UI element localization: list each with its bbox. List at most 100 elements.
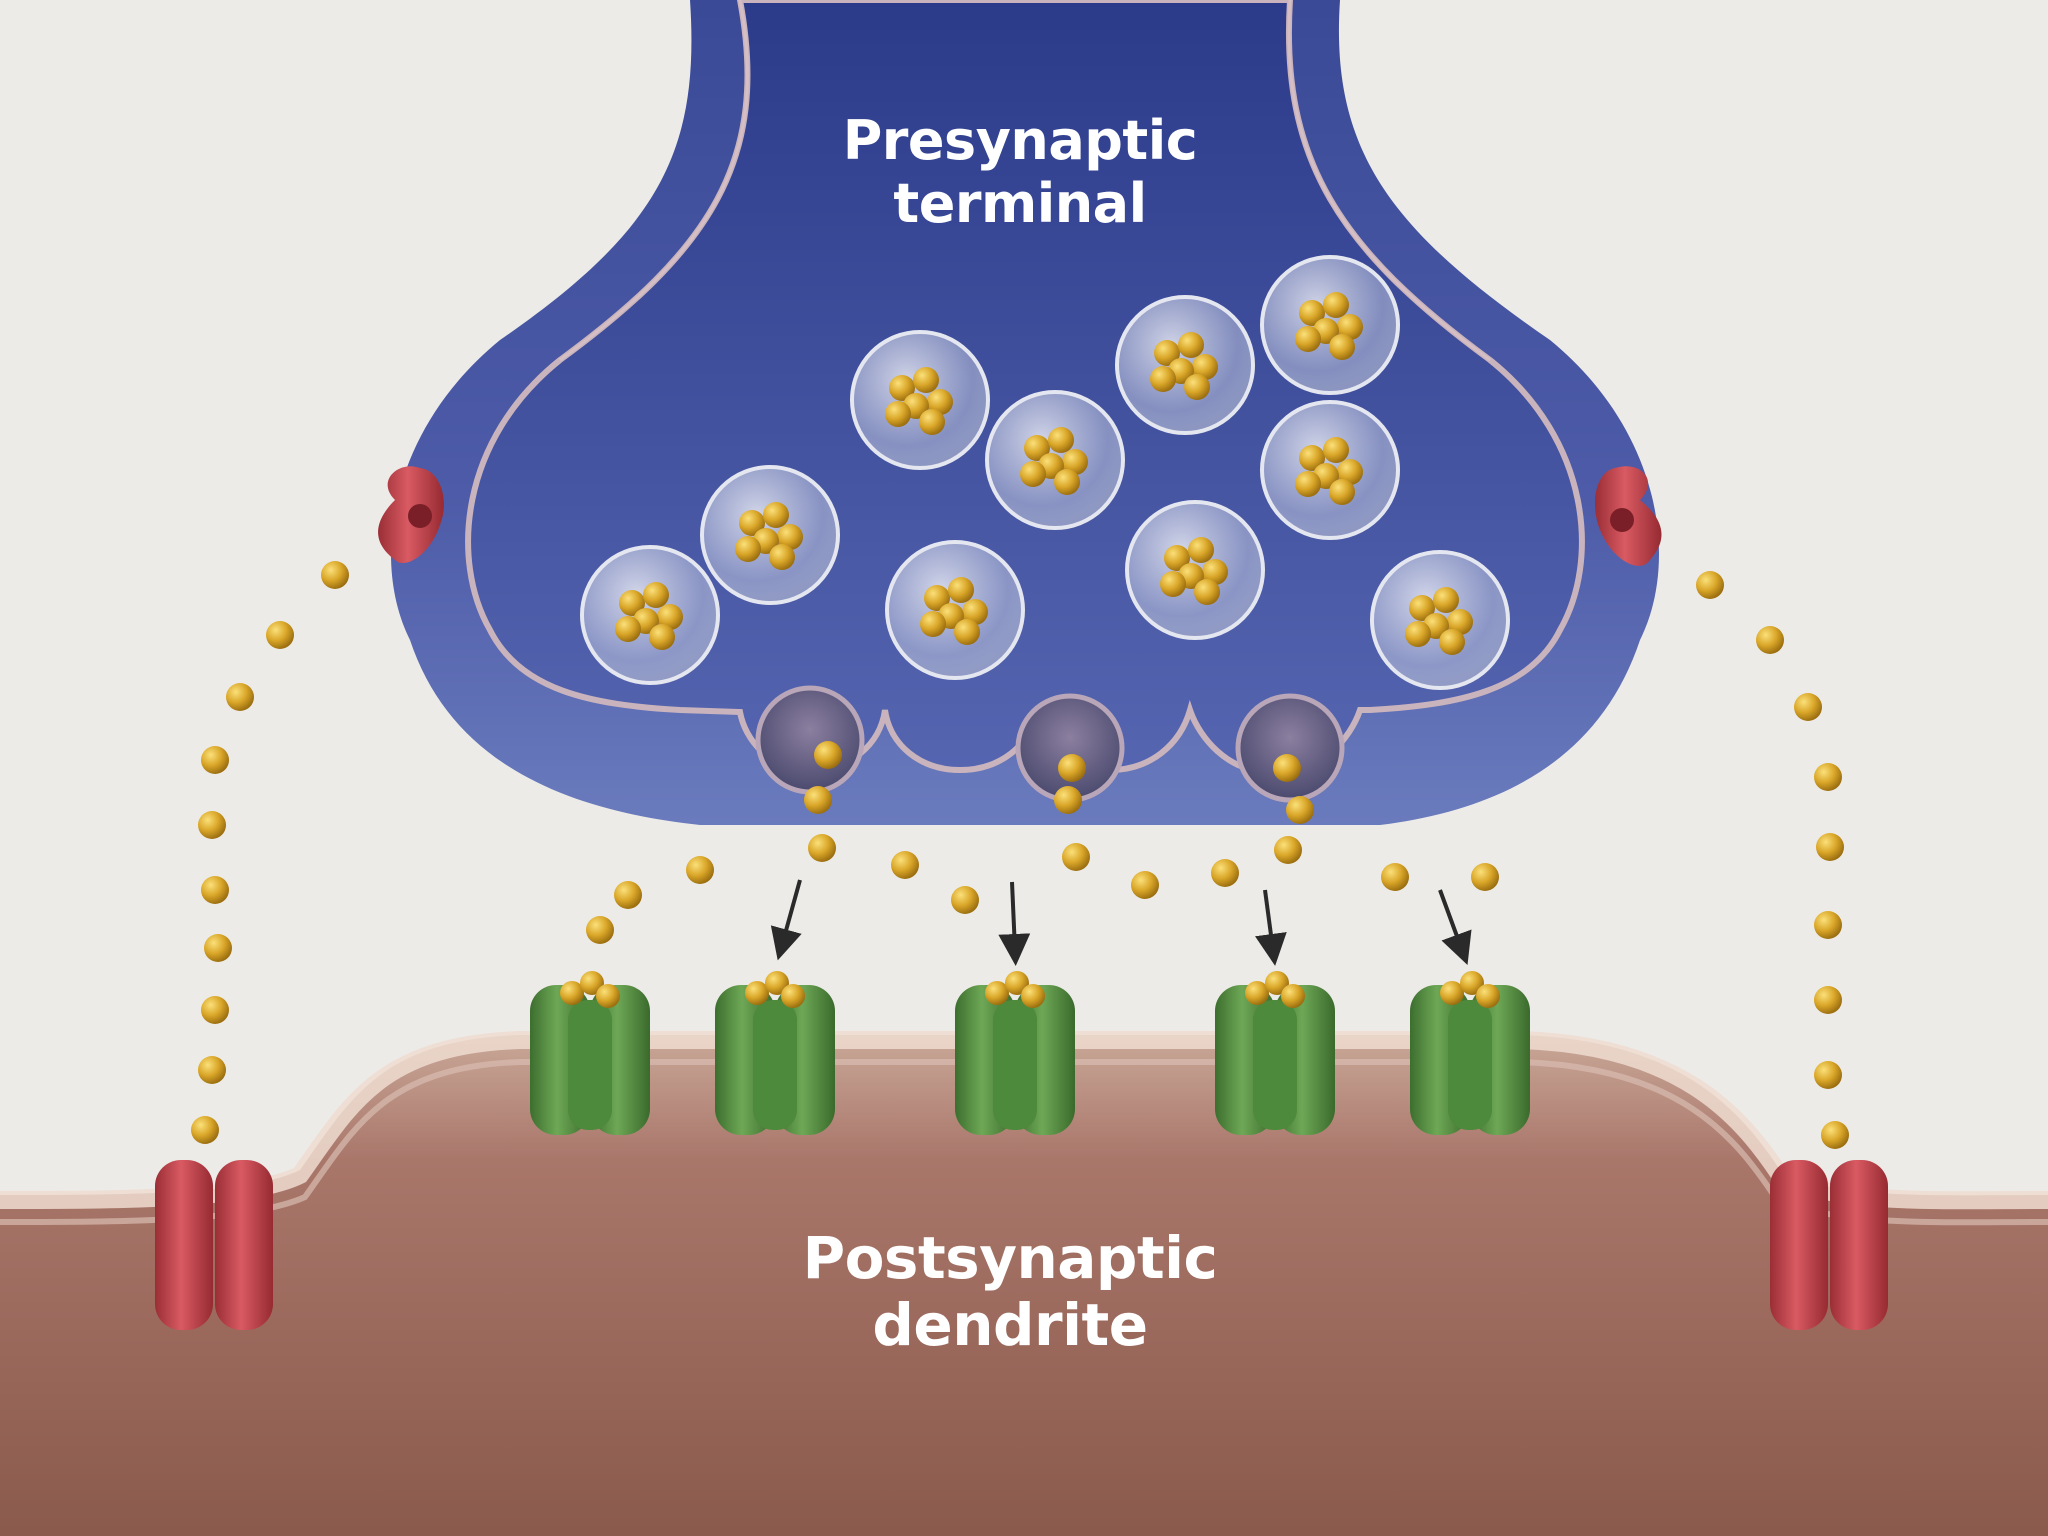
- neurotransmitter-molecule: [763, 502, 789, 528]
- neurotransmitter-molecule: [586, 916, 614, 944]
- neurotransmitter-molecule: [226, 683, 254, 711]
- neurotransmitter-molecule: [1299, 445, 1325, 471]
- neurotransmitter-molecule: [619, 590, 645, 616]
- neurotransmitter-molecule: [885, 401, 911, 427]
- neurotransmitter-molecule: [1048, 427, 1074, 453]
- neurotransmitter-molecule: [1814, 763, 1842, 791]
- receptor: [530, 971, 650, 1135]
- neurotransmitter-molecule: [1154, 340, 1180, 366]
- bound-neurotransmitter: [580, 971, 604, 995]
- neurotransmitter-molecule: [1188, 537, 1214, 563]
- bound-neurotransmitter: [560, 981, 584, 1005]
- neurotransmitter-molecule: [954, 619, 980, 645]
- neurotransmitter-molecule: [1062, 843, 1090, 871]
- neurotransmitter-molecule: [1439, 629, 1465, 655]
- neurotransmitter-molecule: [1405, 621, 1431, 647]
- neurotransmitter-molecule: [201, 746, 229, 774]
- neurotransmitter-molecule: [739, 510, 765, 536]
- neurotransmitter-molecule: [1150, 366, 1176, 392]
- neurotransmitter-molecule: [951, 886, 979, 914]
- bound-neurotransmitter: [765, 971, 789, 995]
- release-arrow: [1438, 889, 1472, 966]
- release-arrow: [770, 879, 802, 961]
- neurotransmitter-molecule: [1409, 595, 1435, 621]
- neurotransmitter-molecule: [1286, 796, 1314, 824]
- neurotransmitter-molecule: [1433, 587, 1459, 613]
- neurotransmitter-molecule: [1295, 471, 1321, 497]
- neurotransmitter-molecule: [204, 934, 232, 962]
- bound-neurotransmitter: [1476, 984, 1500, 1008]
- neurotransmitter-molecule: [1054, 469, 1080, 495]
- neurotransmitter-molecule: [927, 389, 953, 415]
- synaptic-vesicle: [1115, 295, 1255, 435]
- bound-neurotransmitter: [1460, 971, 1484, 995]
- fusing-vesicle: [755, 685, 865, 795]
- neurotransmitter-molecule: [1381, 863, 1409, 891]
- neurotransmitter-molecule: [1160, 571, 1186, 597]
- receptor: [1215, 971, 1335, 1135]
- neurotransmitter-molecule: [919, 409, 945, 435]
- neurotransmitter-molecule: [1024, 435, 1050, 461]
- synaptic-vesicle: [700, 465, 840, 605]
- neurotransmitter-molecule: [1192, 354, 1218, 380]
- neurotransmitter-molecule: [201, 996, 229, 1024]
- synaptic-vesicle: [1260, 400, 1400, 540]
- fusing-vesicle: [1015, 693, 1125, 803]
- neurotransmitter-molecule: [804, 786, 832, 814]
- neurotransmitter-molecule: [686, 856, 714, 884]
- receptor: [1410, 971, 1530, 1135]
- synaptic-vesicle: [1125, 500, 1265, 640]
- bound-neurotransmitter: [596, 984, 620, 1008]
- neurotransmitter-molecule: [1295, 326, 1321, 352]
- release-arrow: [1255, 889, 1287, 966]
- synaptic-vesicle: [985, 390, 1125, 530]
- neurotransmitter-molecule: [1814, 1061, 1842, 1089]
- neurotransmitter-molecule: [1054, 786, 1082, 814]
- synaptic-vesicle: [885, 540, 1025, 680]
- bound-neurotransmitter: [1021, 984, 1045, 1008]
- receptor: [955, 971, 1075, 1135]
- synaptic-vesicle: [1260, 255, 1400, 395]
- neurotransmitter-molecule: [735, 536, 761, 562]
- neurotransmitter-molecule: [201, 876, 229, 904]
- bound-neurotransmitter: [985, 981, 1009, 1005]
- fusing-vesicle: [1235, 693, 1345, 803]
- bound-neurotransmitter: [1440, 981, 1464, 1005]
- neurotransmitter-molecule: [1329, 479, 1355, 505]
- neurotransmitter-molecule: [913, 367, 939, 393]
- neurotransmitter-molecule: [643, 582, 669, 608]
- bound-neurotransmitter: [1005, 971, 1029, 995]
- neurotransmitter-molecule: [649, 624, 675, 650]
- bound-neurotransmitter: [1245, 981, 1269, 1005]
- neurotransmitter-molecule: [1184, 374, 1210, 400]
- neurotransmitter-molecule: [1337, 459, 1363, 485]
- released-neurotransmitter: [191, 561, 1849, 1149]
- bound-neurotransmitter: [1265, 971, 1289, 995]
- neurotransmitter-molecule: [1020, 461, 1046, 487]
- neurotransmitter-molecule: [1756, 626, 1784, 654]
- neurotransmitter-molecule: [948, 577, 974, 603]
- receptors: [530, 971, 1530, 1135]
- neurotransmitter-molecule: [1323, 437, 1349, 463]
- neurotransmitter-molecule: [1131, 871, 1159, 899]
- neurotransmitter-molecule: [1299, 300, 1325, 326]
- neurotransmitter-molecule: [614, 881, 642, 909]
- neurotransmitter-molecule: [191, 1116, 219, 1144]
- neurotransmitter-molecule: [1194, 579, 1220, 605]
- neurotransmitter-molecule: [657, 604, 683, 630]
- neurotransmitter-molecule: [1696, 571, 1724, 599]
- release-arrow: [998, 881, 1031, 966]
- neurotransmitter-molecule: [198, 1056, 226, 1084]
- bound-neurotransmitter: [1281, 984, 1305, 1008]
- presynaptic-label: Presynaptic terminal: [842, 109, 1198, 235]
- reuptake-transporters: [155, 466, 1888, 1330]
- neurotransmitter-molecule: [920, 611, 946, 637]
- neurotransmitter-molecule: [198, 811, 226, 839]
- neurotransmitter-molecule: [1814, 986, 1842, 1014]
- neurotransmitter-molecule: [924, 585, 950, 611]
- neurotransmitter-molecule: [1211, 859, 1239, 887]
- neurotransmitter-molecule: [889, 375, 915, 401]
- synaptic-vesicle: [850, 330, 990, 470]
- reuptake-transporter: [378, 466, 444, 564]
